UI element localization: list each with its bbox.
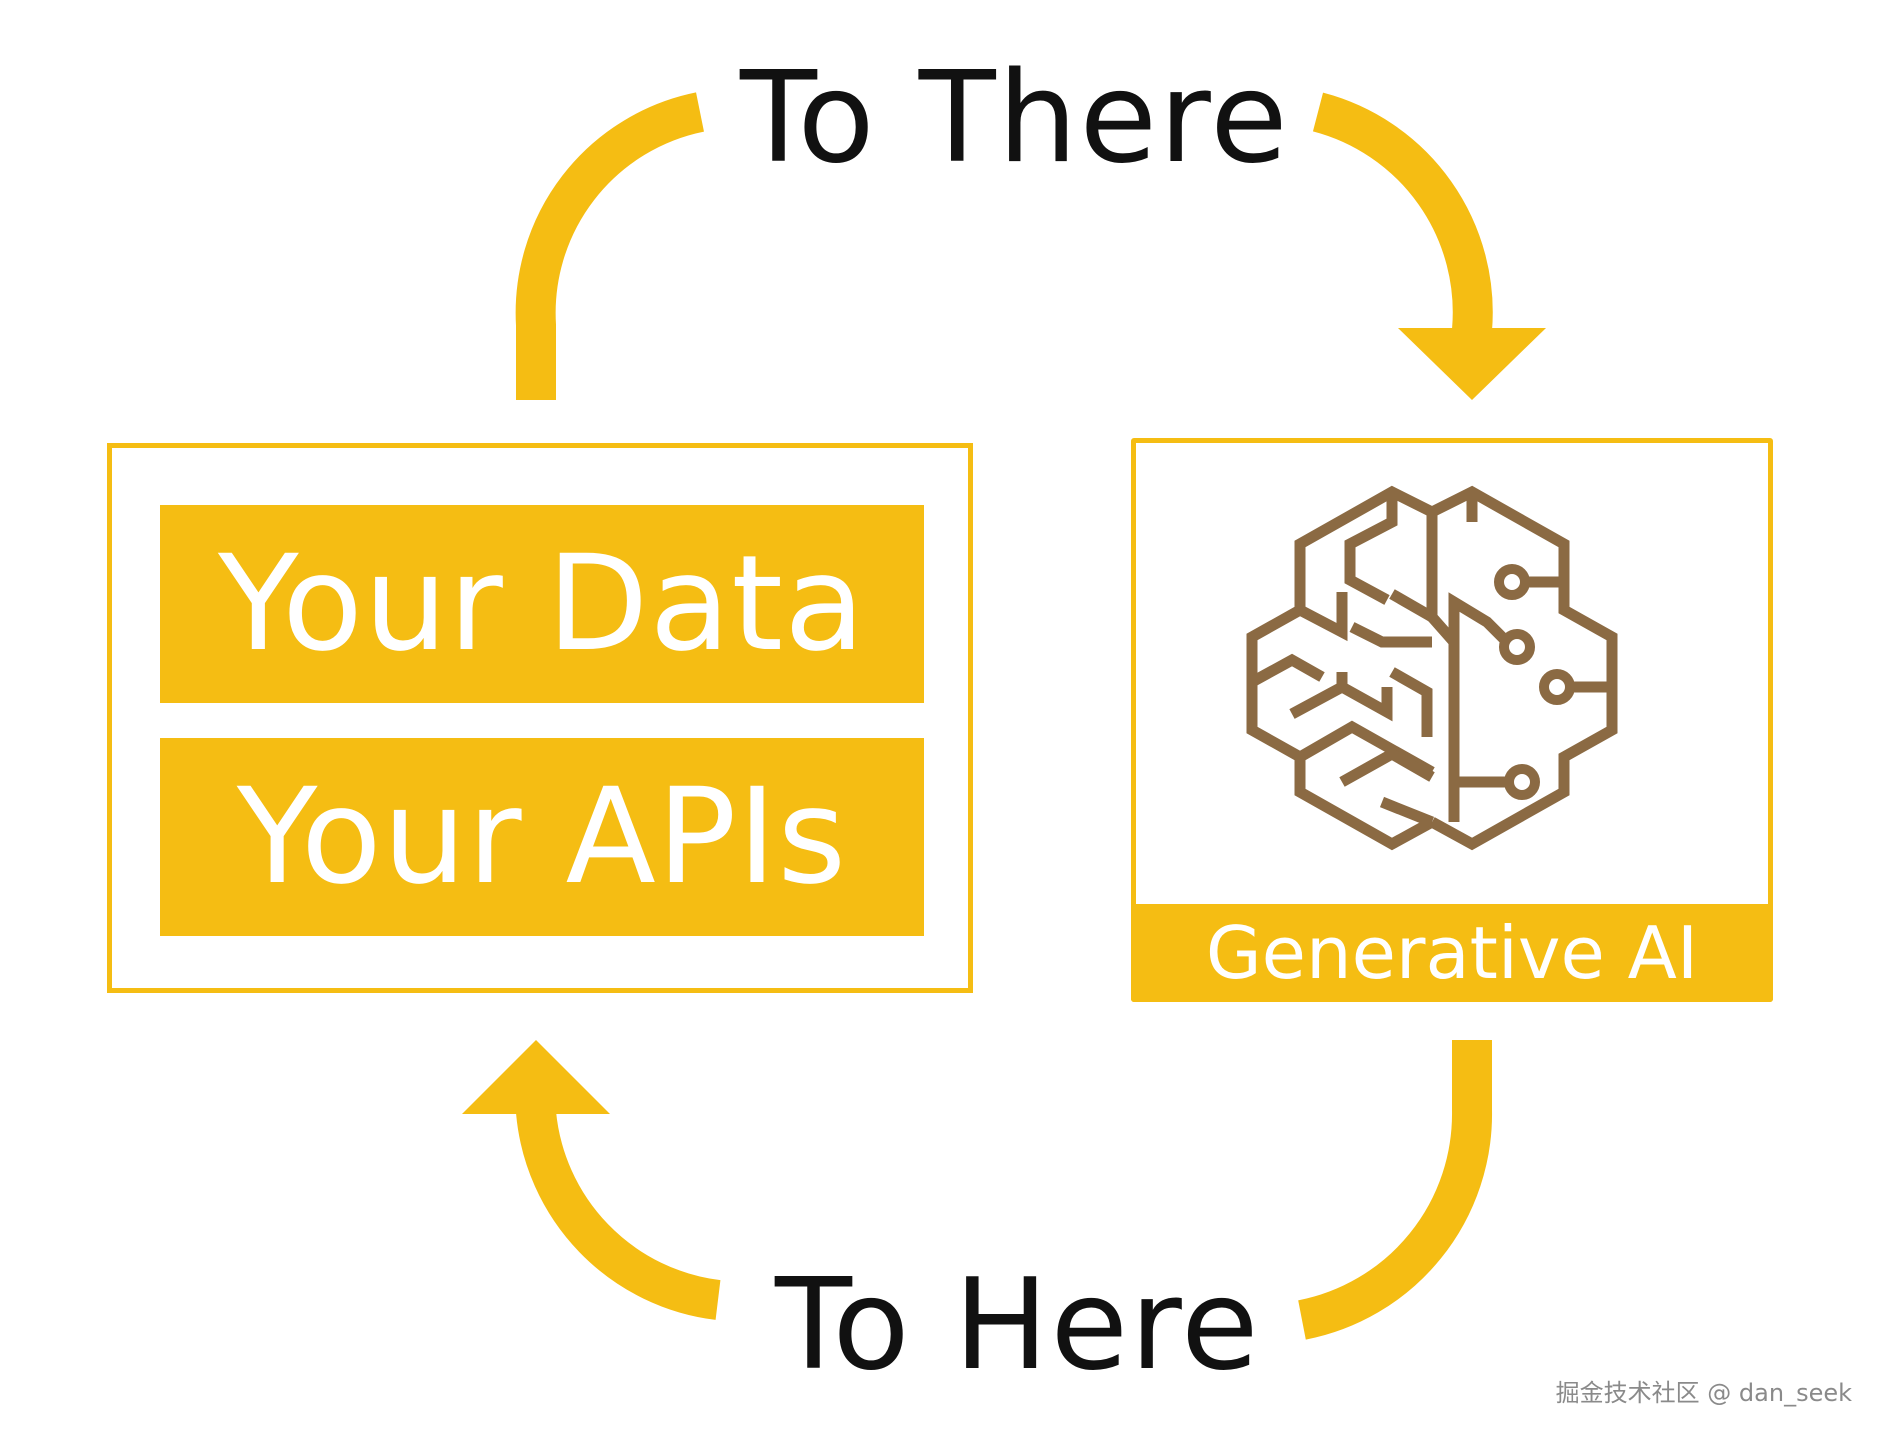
your-apis-band: Your APIs: [160, 738, 924, 936]
arrow-head-up: [462, 1040, 610, 1114]
label-to-there: To There: [740, 44, 1290, 191]
watermark: 掘金技术社区 @ dan_seek: [1555, 1379, 1852, 1407]
arrow-top-right-arc: [1312, 92, 1493, 332]
label-to-here: To Here: [775, 1251, 1261, 1398]
arrow-bottom-left-arc: [516, 1109, 721, 1320]
arrow-bottom-right-arc: [1297, 1040, 1493, 1340]
brain-circuit-icon: [1246, 485, 1618, 851]
generative-ai-label: Generative AI: [1131, 904, 1773, 1002]
your-data-band: Your Data: [160, 505, 924, 703]
arrow-top-left-arc: [515, 92, 705, 400]
arrow-head-down: [1398, 328, 1546, 400]
